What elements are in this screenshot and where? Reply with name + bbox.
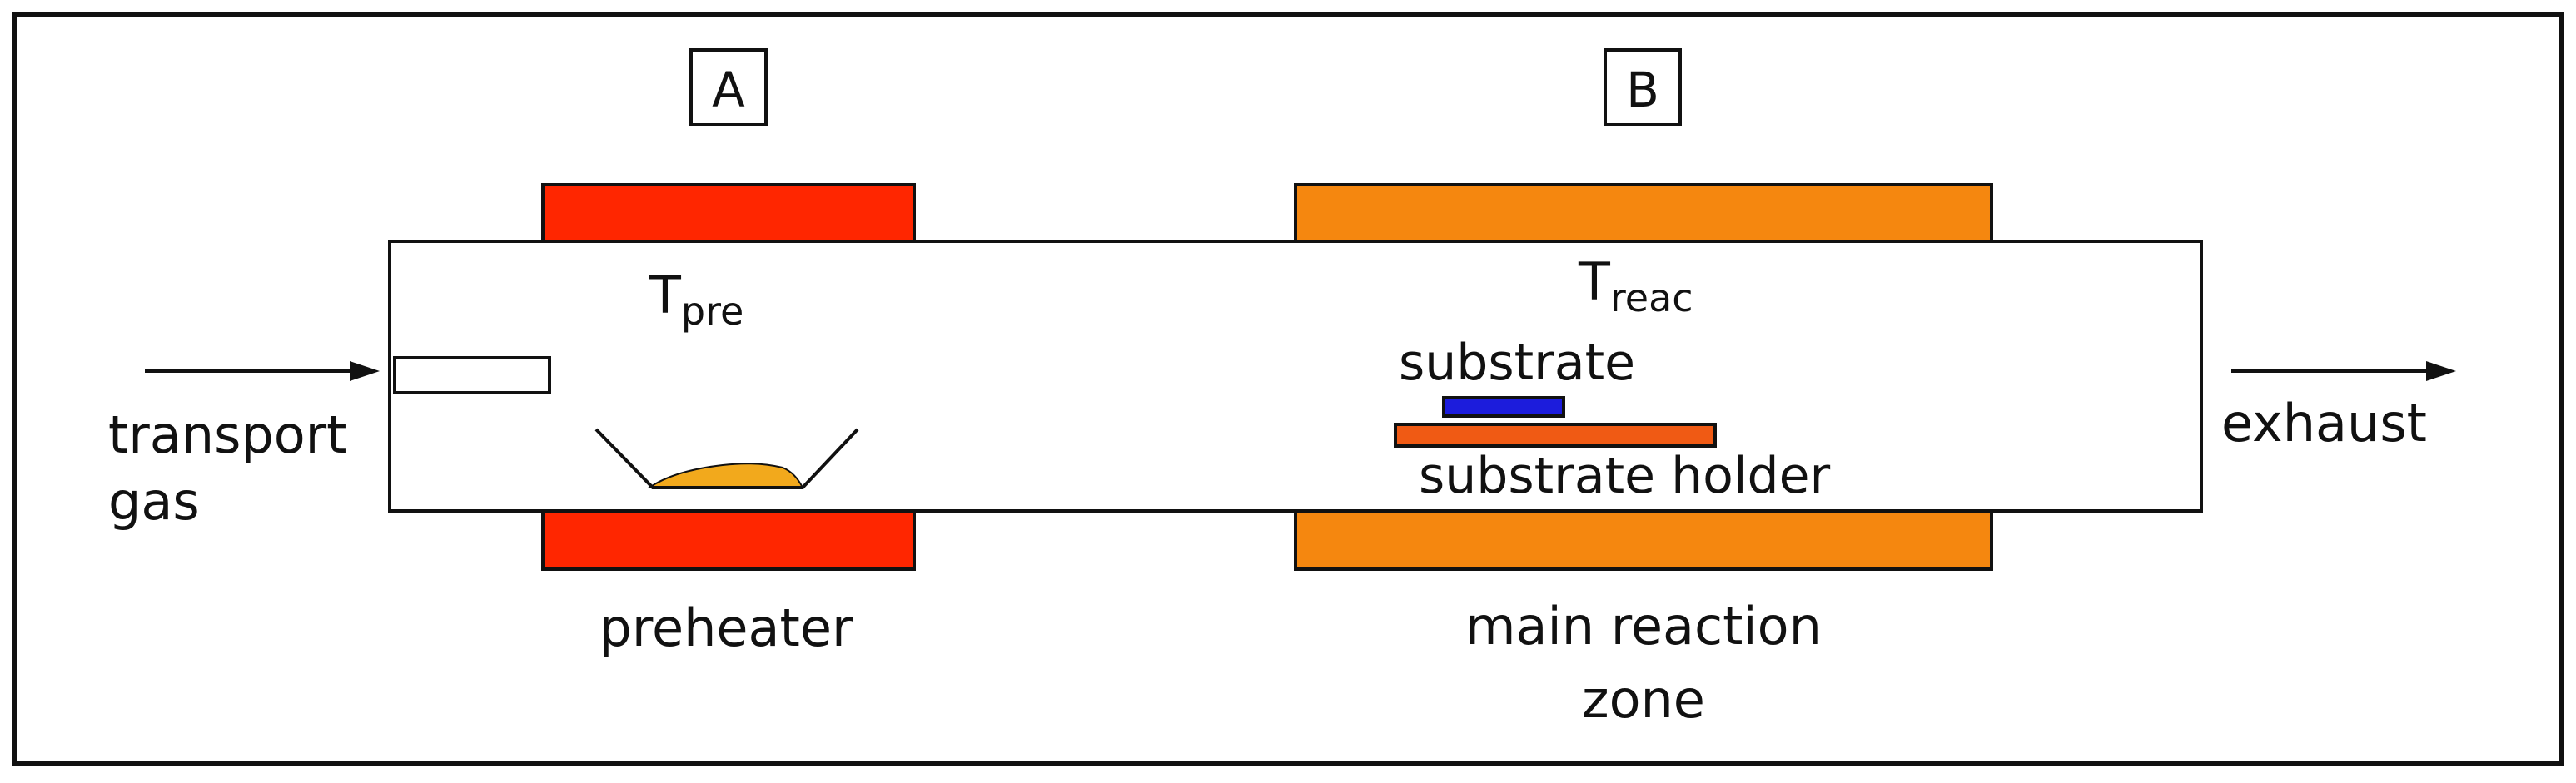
source-material [646,463,804,488]
main-zone-label-line2: zone [1582,669,1705,730]
zone-b-label: B [1626,62,1659,118]
transport-gas-label-line2: gas [108,471,200,532]
substrate-label: substrate [1399,334,1635,392]
gas-inlet-nozzle [393,356,551,394]
preheater-label: preheater [599,597,853,658]
substrate-holder-label: substrate holder [1419,447,1831,505]
zone-b-box [1604,48,1682,126]
inlet-arrowhead [350,361,380,381]
exhaust-label: exhaust [2221,393,2427,453]
t-pre-subscript: pre [681,289,743,334]
transport-gas-label-line1: transport [108,404,346,465]
reactor-tube [388,240,2203,513]
t-reac-label: Treac [1578,251,1693,320]
preheater-top [541,183,916,245]
preheater-bottom [541,509,916,571]
substrate-holder [1394,423,1717,448]
substrate [1442,396,1565,418]
exhaust-arrowhead [2426,361,2456,381]
t-pre-label: Tpre [649,265,743,334]
zone-a-label: A [712,62,745,118]
main-zone-label-line1: main reaction [1465,596,1822,657]
main-heater-bottom [1294,509,1993,571]
zone-a-box [689,48,768,126]
source-boat [594,428,859,489]
t-reac-subscript: reac [1610,275,1693,320]
main-heater-top [1294,183,1993,245]
